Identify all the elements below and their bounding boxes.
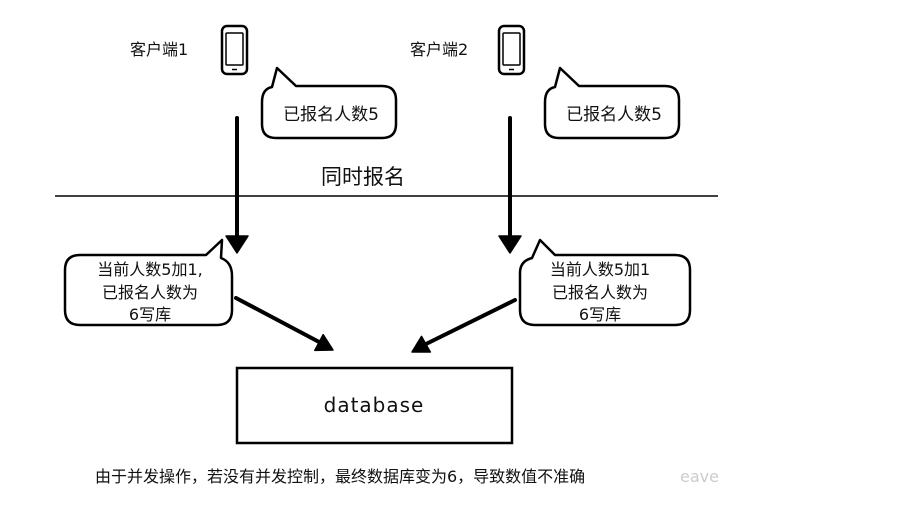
client-2-read-bubble: 已报名人数5 <box>543 66 681 140</box>
caption: 由于并发操作，若没有并发控制，最终数据库变为6，导致数值不准确 <box>95 467 585 486</box>
phone-icon <box>220 24 249 76</box>
client-2-read-text: 已报名人数5 <box>566 105 662 125</box>
client-2-write-bubble: 当前人数5加1 已报名人数为 6写库 <box>518 238 692 327</box>
client-1-write-line-2: 已报名人数为 <box>102 283 198 302</box>
client-1-db-arrow <box>234 296 334 352</box>
database-label: database <box>324 393 425 417</box>
client-1-read-text: 已报名人数5 <box>283 105 379 125</box>
client-2: 客户端2 <box>410 24 526 76</box>
phone-icon <box>497 24 526 76</box>
client-1-write-line-1: 当前人数5加1, <box>97 260 202 279</box>
watermark: eave <box>680 467 719 486</box>
client-2-write-line-3: 6写库 <box>579 305 621 324</box>
speech-bubble-shape <box>543 66 681 140</box>
client-1-write-line-3: 6写库 <box>129 305 171 324</box>
database-box: database <box>235 366 514 445</box>
client-1-read-bubble: 已报名人数5 <box>260 66 398 140</box>
client-1-label: 客户端1 <box>130 40 188 59</box>
client-2-write-line-1: 当前人数5加1 <box>550 260 650 279</box>
client-2-write-line-2: 已报名人数为 <box>552 283 648 302</box>
client-2-db-arrow <box>411 298 517 353</box>
client-2-label: 客户端2 <box>410 40 468 59</box>
divider-label: 同时报名 <box>321 165 405 189</box>
client-2-down-arrow <box>498 116 522 254</box>
speech-bubble-shape <box>63 238 234 327</box>
client-1-down-arrow <box>225 116 249 254</box>
client-1-write-bubble: 当前人数5加1, 已报名人数为 6写库 <box>63 238 234 327</box>
speech-bubble-shape <box>260 66 398 140</box>
speech-bubble-shape <box>518 238 692 327</box>
client-1: 客户端1 <box>130 24 249 76</box>
